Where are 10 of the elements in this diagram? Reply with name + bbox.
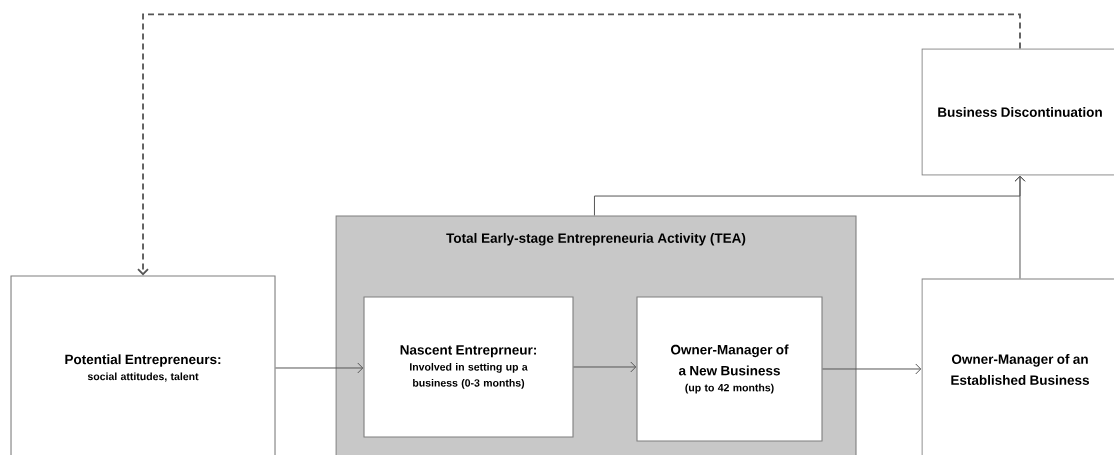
process-box: Potential Entrepreneurs: social attitudes, talent: [10, 275, 276, 455]
connector-arrow: [1014, 175, 1026, 279]
process-box: Owner-Manager of an Established Business: [921, 278, 1114, 455]
process-box: Business Discontinuation: [921, 48, 1114, 176]
connector-arrow: [573, 361, 637, 373]
process-box: Nascent Entreprneur: Involved in setting up a business (0-3 months): [363, 296, 574, 438]
connector-arrow: [822, 363, 922, 375]
connector-arrow: [275, 362, 364, 374]
connector-arrow: [137, 13, 1021, 276]
process-box: Owner-Manager of a New Business (up to 42 months): [636, 296, 823, 442]
